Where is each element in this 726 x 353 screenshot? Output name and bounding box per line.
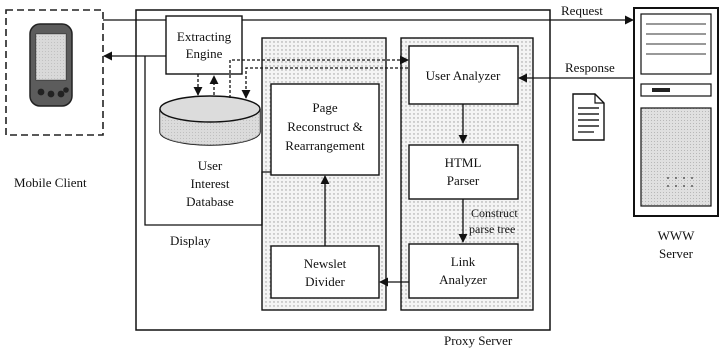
page-reconstruct-line1: Page bbox=[312, 100, 338, 115]
newslet-divider-line1: Newslet bbox=[304, 256, 347, 271]
user-interest-db-line1: User bbox=[198, 158, 223, 173]
user-analyzer-label: User Analyzer bbox=[426, 68, 501, 83]
extracting-engine-line1: Extracting bbox=[177, 29, 232, 44]
extracting-engine-line2: Engine bbox=[186, 46, 223, 61]
user-interest-db-line2: Interest bbox=[191, 176, 230, 191]
link-analyzer-line1: Link bbox=[451, 254, 476, 269]
page-reconstruct-line3: Rearrangement bbox=[285, 138, 365, 153]
html-parser-line1: HTML bbox=[445, 155, 482, 170]
display-path bbox=[144, 56, 271, 226]
construct-label-line1: Construct bbox=[471, 206, 518, 220]
www-server-tower-icon bbox=[633, 7, 719, 217]
www-server-line1: WWW bbox=[658, 228, 696, 243]
user-interest-database-cylinder bbox=[159, 95, 261, 146]
extracting-engine-box: Extracting Engine bbox=[165, 15, 243, 75]
proxy-server-label: Proxy Server bbox=[444, 333, 513, 348]
newslet-divider-line2: Divider bbox=[305, 274, 345, 289]
mobile-client bbox=[5, 9, 104, 136]
mobile-client-label: Mobile Client bbox=[14, 175, 87, 190]
mobile-client-frame bbox=[5, 9, 104, 136]
page-reconstruct-box: Page Reconstruct & Rearrangement bbox=[270, 83, 380, 176]
www-server-line2: Server bbox=[659, 246, 694, 261]
link-analyzer-line2: Analyzer bbox=[439, 272, 487, 287]
user-interest-db-line3: Database bbox=[186, 194, 234, 209]
html-parser-box: HTML Parser bbox=[408, 144, 519, 200]
newslet-divider-box: Newslet Divider bbox=[270, 245, 380, 299]
page-reconstruct-line2: Reconstruct & bbox=[287, 119, 362, 134]
user-analyzer-to-db-dashed-arrow bbox=[241, 67, 408, 99]
display-label: Display bbox=[170, 233, 211, 248]
request-label: Request bbox=[561, 3, 603, 18]
user-analyzer-box: User Analyzer bbox=[408, 45, 519, 105]
construct-label-line2: parse tree bbox=[469, 222, 515, 236]
db-to-user-analyzer-dashed-arrow bbox=[229, 55, 409, 98]
pda-device-icon bbox=[29, 23, 73, 107]
document-icon bbox=[572, 93, 605, 141]
link-analyzer-box: Link Analyzer bbox=[408, 243, 519, 299]
response-label: Response bbox=[565, 60, 615, 75]
html-parser-line2: Parser bbox=[447, 173, 480, 188]
